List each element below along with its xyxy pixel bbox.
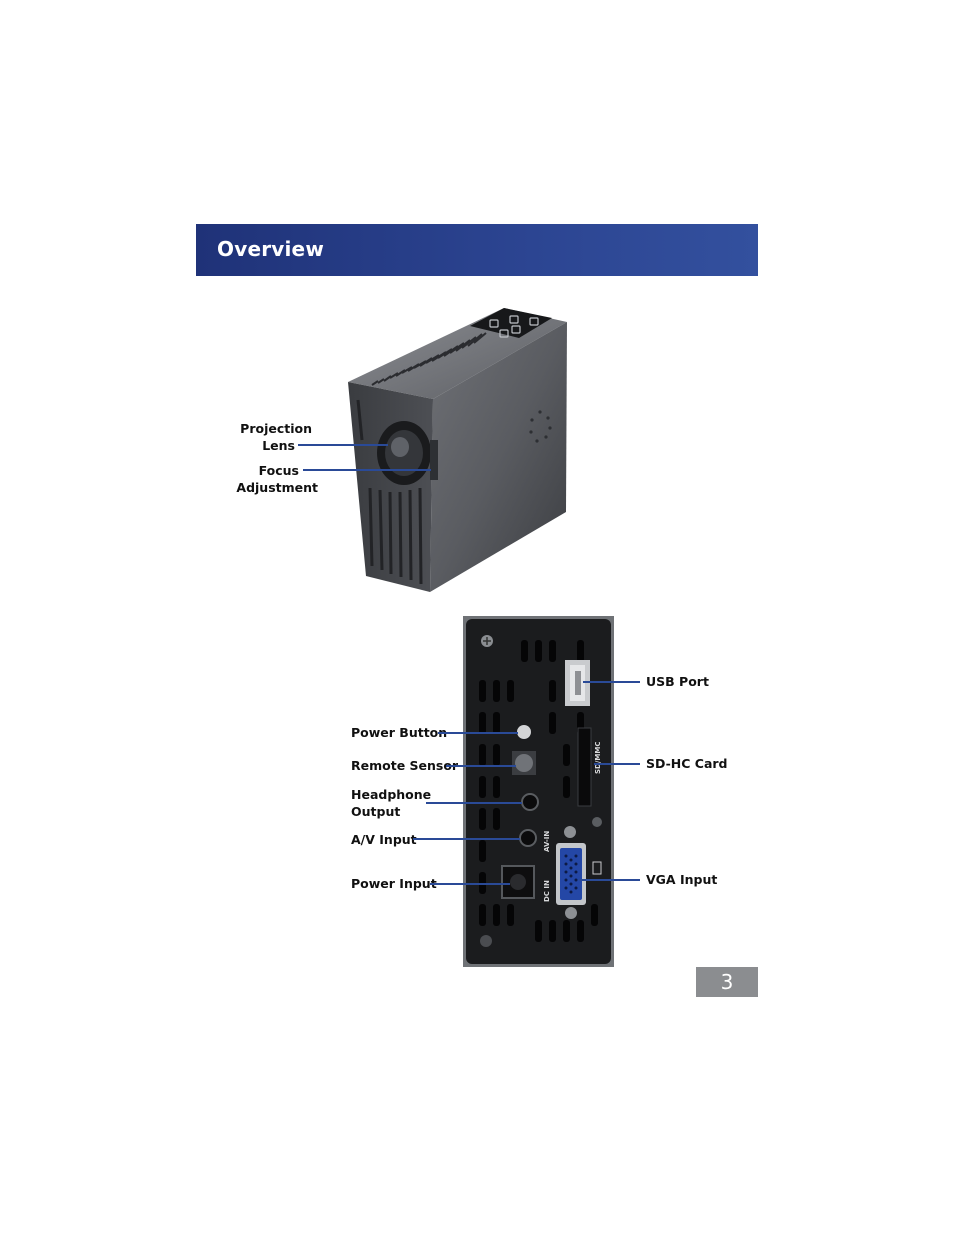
label-av-input: A/V Input: [351, 832, 417, 847]
leader-projection-lens: [298, 444, 388, 446]
label-headphone-output: Headphone Output: [351, 787, 432, 819]
label-power-input: Power Input: [351, 876, 437, 891]
page-title: Overview: [217, 237, 325, 261]
label-power-button: Power Button: [351, 725, 448, 740]
svg-text:SD/MMC: SD/MMC: [594, 742, 602, 774]
label-projection-lens: Projection Lens: [240, 421, 312, 453]
leader-power-button: [438, 732, 518, 734]
leader-av-input: [413, 838, 520, 840]
section-header: Overview: [196, 224, 758, 276]
leader-power-input: [430, 883, 510, 885]
label-vga-input: VGA Input: [646, 872, 718, 887]
label-usb-port: USB Port: [646, 674, 709, 689]
leader-sd-hc-card: [594, 763, 640, 765]
leader-headphone-output: [426, 802, 522, 804]
label-focus-adjustment: Focus Adjustment: [236, 463, 318, 495]
leader-focus-adjustment: [303, 469, 431, 471]
page-number-tab: 3: [696, 967, 758, 997]
svg-text:DC IN: DC IN: [543, 880, 551, 902]
leader-vga-input: [579, 879, 640, 881]
leader-remote-sensor: [446, 765, 516, 767]
label-remote-sensor: Remote Sensor: [351, 758, 459, 773]
svg-text:AV-IN: AV-IN: [543, 831, 551, 852]
label-sd-hc-card: SD-HC Card: [646, 756, 728, 771]
leader-usb-port: [583, 681, 640, 683]
page-number: 3: [720, 970, 734, 994]
